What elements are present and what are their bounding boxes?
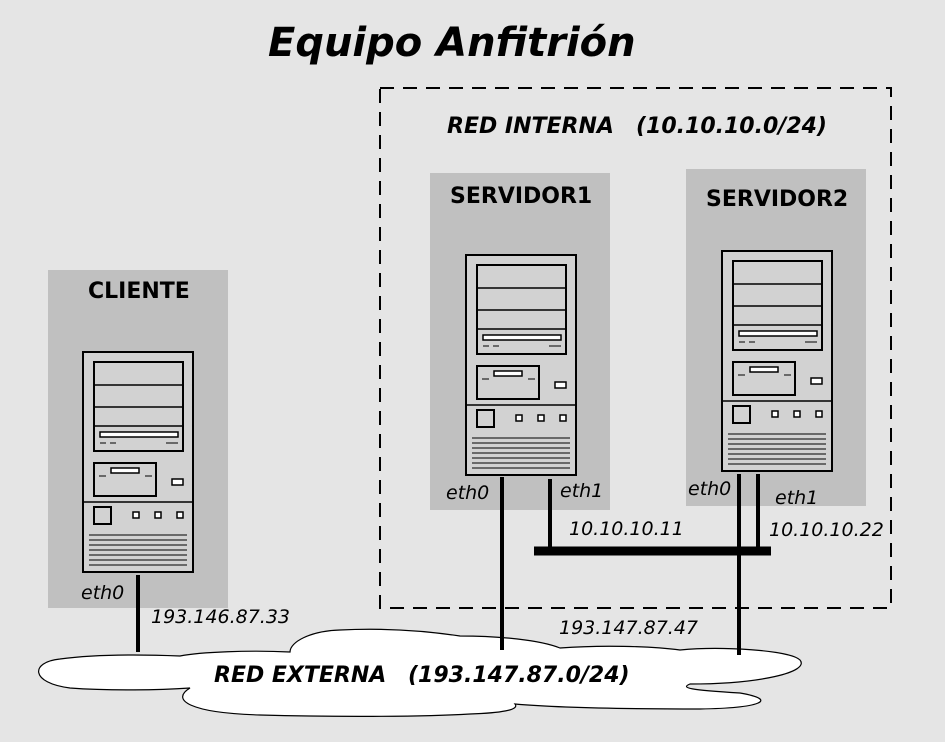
servidor2-computer-icon — [721, 250, 833, 472]
servidor2-eth1-ip: 10.10.10.22 — [769, 519, 884, 541]
external-network-subnet: (193.147.87.0/24) — [408, 663, 630, 688]
servidor1-name: SERVIDOR1 — [450, 184, 593, 209]
cliente-name: CLIENTE — [88, 279, 190, 304]
cloud-icon — [38, 628, 802, 717]
servidor2-eth0-ip: 193.147.87.47 — [559, 617, 699, 639]
servidor2-eth1-label: eth1 — [775, 487, 819, 509]
diagram-title: Equipo Anfitrión — [268, 20, 636, 66]
internal-network-label: RED INTERNA — [447, 114, 614, 139]
cliente-computer-icon — [82, 351, 194, 573]
servidor1-eth1-label: eth1 — [560, 480, 604, 502]
external-network-label: RED EXTERNA — [214, 663, 387, 688]
servidor2-name: SERVIDOR2 — [706, 187, 849, 212]
cliente-eth0-ip: 193.146.87.33 — [151, 606, 291, 628]
internal-network-subnet: (10.10.10.0/24) — [636, 114, 827, 139]
internal-network-boundary — [379, 87, 892, 609]
servidor1-eth1-ip: 10.10.10.11 — [569, 518, 684, 540]
cliente-eth0-label: eth0 — [81, 582, 125, 604]
servidor1-eth0-label: eth0 — [446, 482, 490, 504]
servidor1-computer-icon — [465, 254, 577, 476]
servidor2-eth0-label: eth0 — [688, 478, 732, 500]
